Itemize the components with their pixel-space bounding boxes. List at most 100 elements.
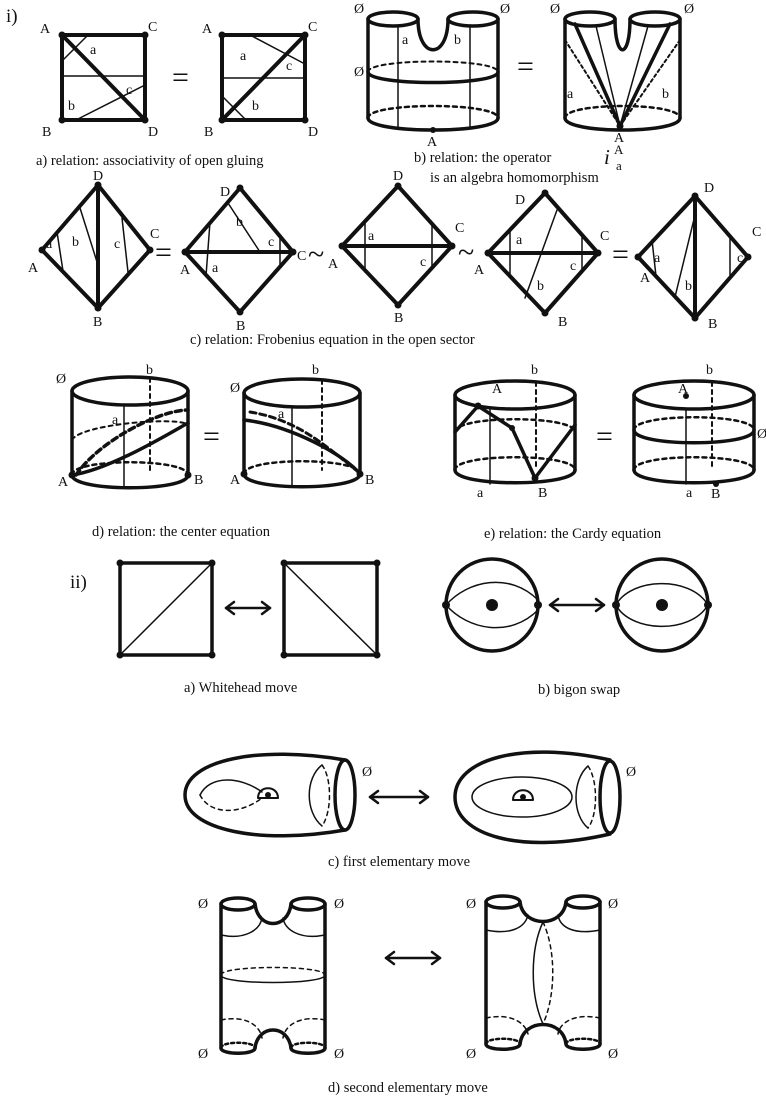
vertex-label: C [150, 227, 159, 242]
edge-label: b [531, 363, 538, 378]
empty-boundary-symbol: Ø [362, 765, 372, 780]
equals-sign: = [517, 50, 534, 83]
caption-frobenius: c) relation: Frobenius equation in the o… [190, 332, 475, 348]
equals-sign: = [172, 61, 189, 94]
homomorphism-left-surface [368, 12, 498, 130]
vertex-label: C [297, 249, 306, 264]
vertex-label: A [28, 261, 39, 276]
cardy-right-cylinder [634, 381, 754, 484]
empty-boundary-symbol: Ø [230, 381, 240, 396]
empty-boundary-symbol: Ø [500, 2, 510, 17]
empty-boundary-symbol: Ø [608, 897, 618, 912]
edge-label: b [662, 87, 669, 102]
whitehead-left-square [120, 563, 212, 655]
vertex-label: A [58, 475, 69, 490]
empty-boundary-symbol: Ø [466, 897, 476, 912]
empty-boundary-symbol: Ø [757, 427, 766, 442]
edge-label: c [114, 237, 120, 252]
edge-label: b [236, 215, 243, 230]
edge-label: b [537, 279, 544, 294]
vertex-label: C [752, 225, 761, 240]
edge-label: b [685, 279, 692, 294]
empty-boundary-symbol: Ø [550, 2, 560, 17]
edge-label: a [278, 407, 285, 422]
caption-whitehead-move: a) Whitehead move [184, 680, 297, 696]
vertex-label: A [328, 257, 339, 272]
edge-label: a [567, 87, 574, 102]
edge-label: c [737, 251, 743, 266]
empty-boundary-symbol: Ø [334, 1047, 344, 1062]
empty-boundary-symbol: Ø [626, 765, 636, 780]
vertex-label: B [708, 317, 717, 332]
caption-second-elementary-move: d) second elementary move [328, 1080, 488, 1096]
whitehead-double-arrow [226, 602, 270, 614]
vertex-label: D [393, 169, 403, 184]
center-right-cylinder [244, 379, 360, 487]
edge-label: c [286, 59, 292, 74]
edge-label: a [368, 229, 375, 244]
empty-boundary-symbol: Ø [354, 65, 364, 80]
vertex-label: A [180, 263, 191, 278]
vertex-label: C [455, 221, 464, 236]
edge-label: a [402, 33, 409, 48]
vertex-label: D [308, 125, 318, 140]
edge-label: b [68, 99, 75, 114]
empty-boundary-symbol: Ø [684, 2, 694, 17]
vertex-label: B [93, 315, 102, 330]
vertex-label: B [711, 487, 720, 502]
empty-boundary-symbol: Ø [354, 2, 364, 17]
frobenius-diamond-2 [185, 188, 293, 312]
vertex-label: C [600, 229, 609, 244]
vertex-label: B [194, 473, 203, 488]
edge-label: a [240, 49, 247, 64]
empty-boundary-symbol: Ø [56, 372, 66, 387]
vertex-label: A [678, 382, 689, 397]
vertex-label: B [538, 486, 547, 501]
edge-label: b [454, 33, 461, 48]
vertex-label: D [148, 125, 158, 140]
frobenius-diamond-4 [488, 193, 598, 313]
edge-label: a [46, 237, 53, 252]
edge-label: a [112, 413, 119, 428]
center-left-cylinder [72, 377, 188, 488]
frobenius-diamond-3 [342, 186, 452, 305]
vertex-label: D [220, 185, 230, 200]
caption-associativity: a) relation: associativity of open gluin… [36, 153, 264, 169]
edge-label: b [706, 363, 713, 378]
edge-label: c [126, 83, 132, 98]
caption-homomorphism-line1: b) relation: the operator [414, 150, 551, 166]
edge-label: a [477, 486, 484, 501]
edge-label: c [420, 255, 426, 270]
edge-label: b [146, 363, 153, 378]
operator-superscript: A [614, 142, 624, 157]
vertex-label: C [148, 20, 157, 35]
second-move-right-surface [486, 896, 600, 1049]
vertex-label: D [93, 169, 103, 184]
edge-label: a [654, 251, 661, 266]
edge-label: a [686, 486, 693, 501]
vertex-label: A [40, 22, 51, 37]
section-label-ii: ii) [70, 572, 87, 593]
vertex-dots [39, 32, 752, 801]
equals-sign: = [203, 420, 220, 453]
edge-label: a [90, 43, 97, 58]
homomorphism-right-surface [565, 12, 680, 130]
empty-boundary-symbol: Ø [198, 897, 208, 912]
equivalent-sign: ~ [458, 236, 474, 269]
vertex-label: A [492, 382, 503, 397]
edge-label: a [516, 233, 523, 248]
second-move-left-surface [221, 898, 325, 1053]
empty-boundary-symbol: Ø [466, 1047, 476, 1062]
caption-bigon-swap: b) bigon swap [538, 682, 620, 698]
equals-sign: = [612, 238, 629, 271]
edge-label: b [312, 363, 319, 378]
edge-label: b [72, 235, 79, 250]
empty-boundary-symbol: Ø [334, 897, 344, 912]
empty-boundary-symbol: Ø [198, 1047, 208, 1062]
cardy-left-cylinder [455, 381, 575, 484]
vertex-label: A [474, 263, 485, 278]
vertex-label: C [308, 20, 317, 35]
associativity-right-square [222, 35, 305, 120]
first-move-double-arrow [370, 791, 428, 803]
